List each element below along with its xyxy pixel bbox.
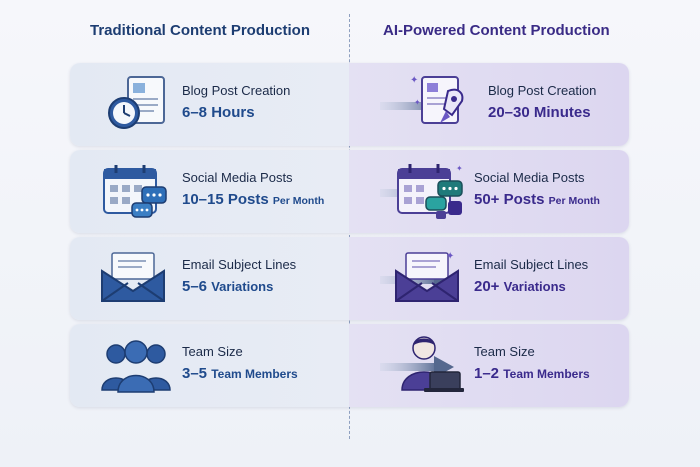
ai-metric-value: 20+ Variations: [474, 278, 566, 295]
envelope-icon: [100, 251, 166, 307]
svg-text:✦: ✦: [456, 164, 463, 173]
traditional-header: Traditional Content Production: [90, 22, 310, 39]
comparison-row-blog: Blog Post Creation 6–8 Hours ✦ ✦ Blog Po…: [70, 63, 629, 146]
ai-metric-label: Blog Post Creation: [488, 83, 597, 98]
svg-text:✦: ✦: [446, 251, 454, 262]
ai-metric-value: 20–30 Minutes: [488, 104, 591, 121]
envelope-sparkle-icon: ✦: [394, 247, 464, 307]
traditional-panel: [70, 324, 349, 407]
document-rocket-icon: ✦ ✦: [406, 69, 470, 139]
person-laptop-icon: [394, 332, 466, 394]
calendar-chat-icon: ✦: [396, 161, 466, 223]
comparison-row-email: Email Subject Lines 5–6 Variations ✦ Ema…: [70, 237, 629, 320]
traditional-metric-label: Blog Post Creation: [182, 83, 291, 98]
ai-metric-label: Social Media Posts: [474, 170, 585, 185]
comparison-row-team: Team Size 3–5 Team Members Team Size 1–2…: [70, 324, 629, 407]
traditional-metric-label: Team Size: [182, 344, 243, 359]
traditional-metric-value: 3–5 Team Members: [182, 365, 298, 382]
traditional-metric-value: 10–15 Posts Per Month: [182, 191, 325, 208]
ai-header: AI-Powered Content Production: [383, 22, 610, 39]
svg-text:✦: ✦: [410, 75, 418, 86]
document-clock-icon: [106, 73, 172, 135]
team-icon: [100, 336, 172, 394]
ai-metric-label: Team Size: [474, 344, 535, 359]
svg-text:✦: ✦: [414, 98, 421, 107]
ai-metric-value: 1–2 Team Members: [474, 365, 590, 382]
traditional-metric-label: Email Subject Lines: [182, 257, 297, 272]
traditional-metric-label: Social Media Posts: [182, 170, 293, 185]
traditional-metric-value: 6–8 Hours: [182, 104, 255, 121]
traditional-metric-value: 5–6 Variations: [182, 278, 274, 295]
comparison-row-social: Social Media Posts 10–15 Posts Per Month…: [70, 150, 629, 233]
ai-metric-label: Email Subject Lines: [474, 257, 589, 272]
ai-metric-value: 50+ Posts Per Month: [474, 191, 600, 208]
calendar-chat-icon: [102, 163, 168, 223]
